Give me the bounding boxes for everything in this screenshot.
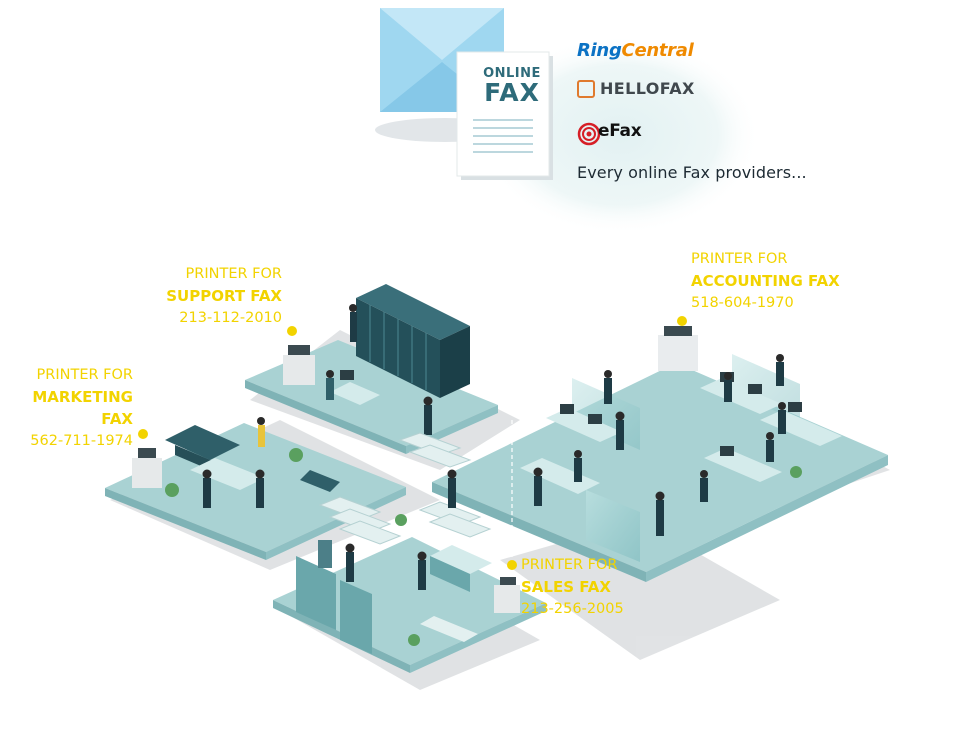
marketing-floor: [105, 417, 406, 560]
ringcentral-name-part2: Central: [621, 40, 694, 61]
document-line2: FAX: [484, 78, 540, 107]
efax-swirl-icon: [577, 122, 601, 146]
accounting-label-line1: PRINTER FOR: [691, 251, 788, 267]
providers-tagline: Every online Fax providers...: [577, 163, 807, 182]
hellofax-name: HELLOFAX: [600, 79, 695, 98]
sales-label-number: 213-256-2005: [521, 601, 624, 617]
sales-printer-dot: [507, 560, 517, 570]
hellofax-icon: [577, 79, 595, 98]
document-line1: ONLINE: [483, 66, 541, 81]
support-label-line2: SUPPORT FAX: [166, 287, 282, 305]
printer-location-dots: [138, 316, 687, 570]
hellofax-logo: HELLOFAX: [577, 79, 695, 98]
support-printer-dot: [287, 326, 297, 336]
efax-name: eFax: [598, 121, 642, 141]
sales-floor: [273, 469, 546, 673]
marketing-printer-label: PRINTER FOR MARKETING FAX 562-711-1974: [0, 364, 133, 452]
support-floor: [245, 284, 498, 454]
accounting-label-number: 518-604-1970: [691, 295, 794, 311]
ringcentral-logo: RingCentral: [577, 40, 694, 61]
marketing-label-line2: MARKETING FAX: [32, 388, 133, 428]
fax-document-icon: [456, 51, 553, 180]
support-label-number: 213-112-2010: [179, 310, 282, 326]
accounting-label-line2: ACCOUNTING FAX: [691, 272, 840, 290]
stairs: [318, 432, 492, 545]
accounting-floor: [432, 326, 888, 582]
accounting-printer-label: PRINTER FOR ACCOUNTING FAX 518-604-1970: [691, 248, 871, 314]
online-fax-document-label: ONLINE FAX: [473, 66, 551, 107]
accounting-printer-dot: [677, 316, 687, 326]
sales-printer-label: PRINTER FOR SALES FAX 213-256-2005: [521, 554, 671, 620]
support-printer-label: PRINTER FOR SUPPORT FAX 213-112-2010: [150, 263, 282, 329]
support-label-line1: PRINTER FOR: [185, 266, 282, 282]
efax-logo: eFax: [578, 121, 642, 141]
sales-label-line2: SALES FAX: [521, 578, 611, 596]
envelope-icon: [375, 8, 515, 142]
marketing-label-line1: PRINTER FOR: [36, 367, 133, 383]
sales-label-line1: PRINTER FOR: [521, 557, 618, 573]
marketing-printer-dot: [138, 429, 148, 439]
ringcentral-name-part1: Ring: [577, 40, 622, 61]
marketing-label-number: 562-711-1974: [30, 433, 133, 449]
